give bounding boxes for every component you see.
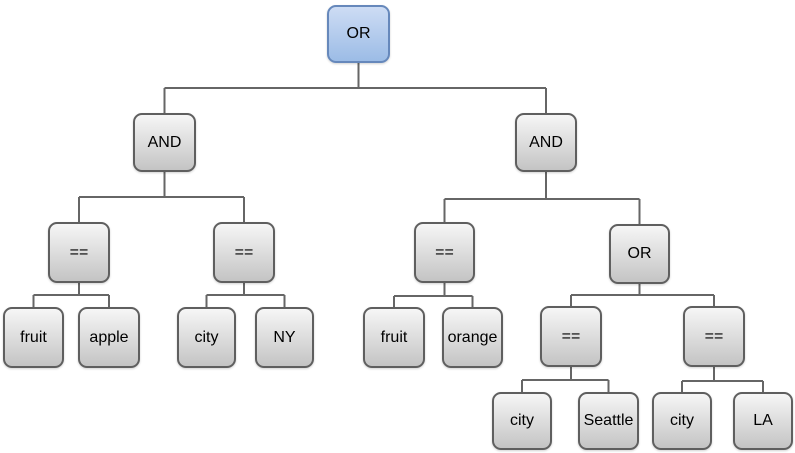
edge-eq-2-to-children bbox=[205, 283, 286, 307]
tree-node-ny[interactable]: NY bbox=[255, 307, 314, 368]
node-label: OR bbox=[627, 245, 652, 262]
edge-and-right-to-children bbox=[443, 172, 641, 224]
node-label: == bbox=[234, 243, 254, 261]
tree-node-or-root[interactable]: OR bbox=[327, 5, 390, 63]
edge-eq-3-to-children bbox=[393, 283, 474, 307]
edge-eq-5-to-children bbox=[681, 367, 764, 392]
node-label: == bbox=[704, 327, 724, 345]
edge-and-left-to-children bbox=[78, 172, 245, 222]
node-label: fruit bbox=[20, 328, 47, 346]
node-label: NY bbox=[273, 328, 296, 346]
node-label: Seattle bbox=[583, 412, 634, 429]
tree-node-apple[interactable]: apple bbox=[78, 307, 140, 368]
node-label: city bbox=[670, 412, 694, 429]
tree-node-city-1[interactable]: city bbox=[177, 307, 236, 368]
tree-node-city-3[interactable]: city bbox=[652, 392, 712, 450]
node-label: LA bbox=[753, 412, 773, 429]
tree-node-orange[interactable]: orange bbox=[442, 307, 503, 368]
tree-node-or-inner[interactable]: OR bbox=[609, 224, 670, 284]
edge-or-root-to-children bbox=[163, 63, 547, 113]
node-label: city bbox=[510, 412, 534, 429]
edge-eq-1-to-children bbox=[32, 283, 110, 307]
node-label: AND bbox=[529, 133, 563, 151]
tree-node-fruit-2[interactable]: fruit bbox=[363, 307, 425, 368]
tree-node-eq-2[interactable]: == bbox=[213, 222, 275, 283]
edge-eq-4-to-children bbox=[521, 367, 610, 392]
node-label: orange bbox=[447, 328, 498, 346]
node-label: OR bbox=[346, 25, 371, 42]
tree-node-la[interactable]: LA bbox=[733, 392, 793, 450]
tree-node-and-left[interactable]: AND bbox=[133, 113, 196, 172]
node-label: apple bbox=[89, 328, 129, 346]
tree-node-eq-4[interactable]: == bbox=[540, 306, 602, 367]
node-label: == bbox=[69, 243, 89, 261]
node-label: == bbox=[435, 243, 454, 261]
tree-node-and-right[interactable]: AND bbox=[515, 113, 577, 172]
node-label: city bbox=[194, 328, 219, 346]
tree-node-fruit-1[interactable]: fruit bbox=[3, 307, 64, 368]
edge-or-inner-to-children bbox=[570, 284, 715, 306]
node-label: AND bbox=[147, 133, 182, 151]
tree-node-eq-5[interactable]: == bbox=[683, 306, 745, 367]
tree-node-eq-3[interactable]: == bbox=[414, 222, 475, 283]
tree-node-seattle[interactable]: Seattle bbox=[578, 392, 639, 450]
tree-node-city-2[interactable]: city bbox=[492, 392, 552, 450]
tree-node-eq-1[interactable]: == bbox=[48, 222, 110, 283]
node-label: fruit bbox=[380, 328, 408, 346]
node-label: == bbox=[561, 327, 581, 345]
